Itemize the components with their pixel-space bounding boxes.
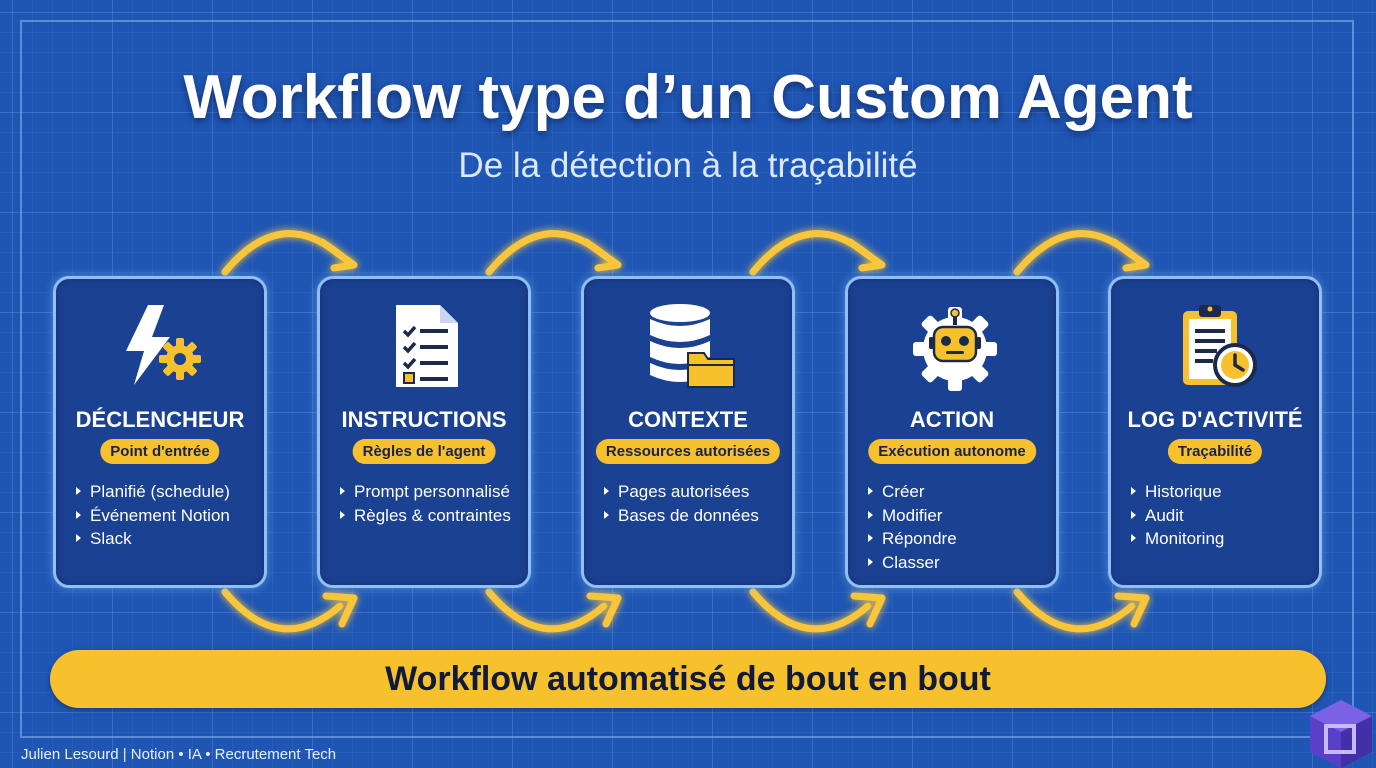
card-title: LOG D'ACTIVITÉ	[1127, 407, 1303, 432]
list-item: Historique	[1131, 480, 1224, 504]
card-item-list: Pages autorisées Bases de données	[604, 480, 759, 527]
card-badge: Exécution autonome	[868, 439, 1036, 464]
card-title: ACTION	[909, 407, 995, 432]
card-badge: Ressources autorisées	[595, 439, 781, 464]
list-item: Planifié (schedule)	[76, 480, 230, 504]
card-badge: Traçabilité	[1167, 439, 1263, 464]
checklist-document-icon	[396, 305, 458, 387]
card-item-list: Historique Audit Monitoring	[1131, 480, 1224, 551]
list-item: Répondre	[868, 527, 957, 551]
list-item: Slack	[76, 527, 230, 551]
card-item-list: Planifié (schedule) Événement Notion Sla…	[76, 480, 230, 551]
list-item: Prompt personnalisé	[340, 480, 511, 504]
robot-gear-icon	[913, 307, 997, 391]
card-badge: Point d'entrée	[100, 439, 220, 464]
card-title: DÉCLENCHEUR	[75, 407, 245, 432]
list-item: Créer	[868, 480, 957, 504]
step-card-trigger: DÉCLENCHEUR Point d'entrée Planifié (sch…	[53, 276, 267, 588]
workflow-banner: Workflow automatisé de bout en bout	[50, 650, 1326, 708]
page-title: Workflow type d’un Custom Agent	[183, 63, 1193, 132]
list-item: Événement Notion	[76, 504, 230, 528]
card-title: CONTEXTE	[628, 407, 748, 432]
list-item: Bases de données	[604, 504, 759, 528]
page-subtitle: De la détection à la traçabilité	[458, 146, 918, 185]
step-card-context: CONTEXTE Ressources autorisées Pages aut…	[581, 276, 795, 588]
lightning-gear-icon	[126, 305, 201, 385]
list-item: Modifier	[868, 504, 957, 528]
list-item: Monitoring	[1131, 527, 1224, 551]
database-folder-icon	[650, 304, 735, 388]
card-badge: Règles de l'agent	[352, 439, 496, 464]
list-item: Audit	[1131, 504, 1224, 528]
footer-credit: Julien Lesourd | Notion • IA • Recruteme…	[21, 746, 337, 763]
cube-logo-icon	[1310, 700, 1372, 768]
card-title: INSTRUCTIONS	[341, 407, 507, 432]
card-item-list: Créer Modifier Répondre Classer	[868, 480, 957, 574]
card-item-list: Prompt personnalisé Règles & contraintes	[340, 480, 511, 527]
step-card-instructions: INSTRUCTIONS Règles de l'agent Prompt pe…	[317, 276, 531, 588]
blueprint-frame	[20, 20, 1354, 738]
clipboard-clock-icon	[1183, 305, 1257, 387]
step-card-action: ACTION Exécution autonome Créer Modifier…	[845, 276, 1059, 588]
list-item: Pages autorisées	[604, 480, 759, 504]
step-card-activity-log: LOG D'ACTIVITÉ Traçabilité Historique Au…	[1108, 276, 1322, 588]
list-item: Classer	[868, 551, 957, 575]
list-item: Règles & contraintes	[340, 504, 511, 528]
